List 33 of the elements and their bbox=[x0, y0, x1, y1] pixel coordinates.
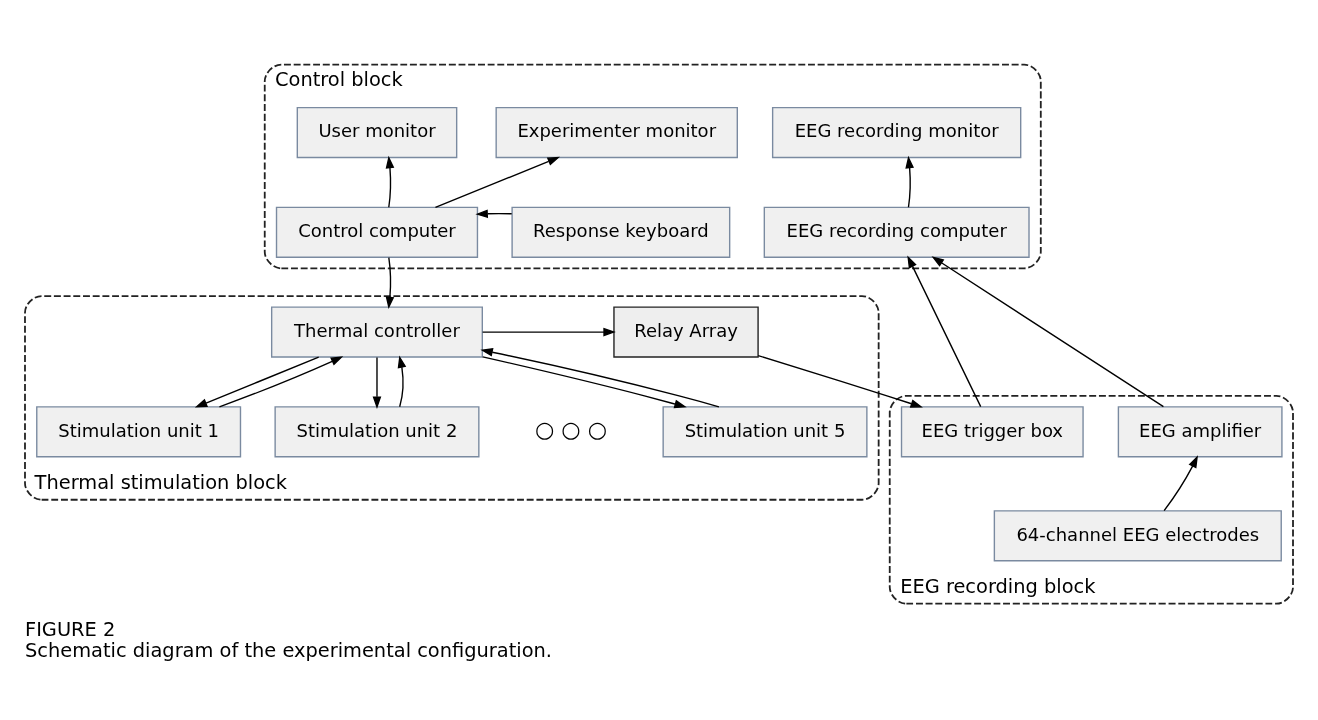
arrow bbox=[372, 356, 382, 409]
caption: Schematic diagram of the experimental configuration. bbox=[24, 638, 553, 662]
arrow bbox=[480, 347, 720, 407]
node-box: User monitor bbox=[296, 106, 458, 158]
node-box: Stimulation unit 1 bbox=[36, 405, 242, 457]
arrow bbox=[434, 156, 561, 208]
node-box: EEG amplifier bbox=[1117, 405, 1283, 457]
node-box: EEG recording computer bbox=[763, 206, 1030, 258]
node-box: 64-channel EEG electrodes bbox=[993, 509, 1282, 561]
node-box: Relay Array bbox=[613, 305, 759, 358]
diagram-title: FIGURE 2 bbox=[24, 617, 116, 641]
node-box: Stimulation unit 5 bbox=[662, 405, 868, 457]
arrow bbox=[905, 155, 914, 208]
arrow bbox=[481, 327, 616, 336]
node-box: Stimulation unit 2 bbox=[274, 405, 480, 457]
arrow bbox=[907, 255, 982, 407]
node-box: Experimenter monitor bbox=[495, 106, 738, 158]
arrow bbox=[385, 155, 395, 208]
node-box: Response keyboard bbox=[511, 206, 731, 258]
arrow bbox=[385, 256, 395, 309]
node-box: EEG trigger box bbox=[900, 405, 1084, 457]
arrow bbox=[757, 354, 923, 408]
node-box: EEG recording monitor bbox=[771, 106, 1022, 158]
arrow bbox=[475, 208, 513, 218]
arrow bbox=[194, 356, 320, 408]
arrow bbox=[931, 255, 1165, 407]
arrow bbox=[1163, 454, 1198, 511]
arrow bbox=[397, 354, 407, 407]
node-box: Thermal controller bbox=[270, 305, 483, 358]
label: ○ ○ ○ bbox=[534, 415, 608, 442]
arrow bbox=[482, 355, 687, 408]
node-box: Control computer bbox=[275, 206, 479, 258]
arrow bbox=[218, 355, 344, 408]
